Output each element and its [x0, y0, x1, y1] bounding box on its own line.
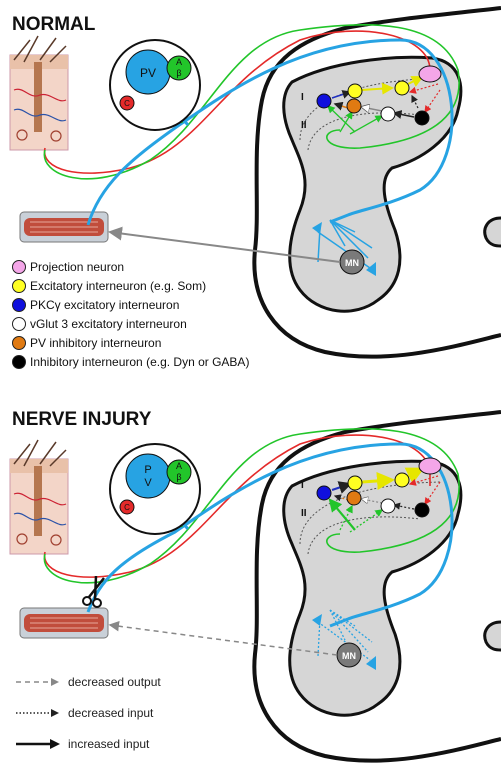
mn-label-injury: MN: [342, 651, 356, 661]
lamina-i-label: I: [301, 92, 304, 103]
legend-swatch: [12, 317, 26, 331]
legend-label: PV inhibitory interneuron: [30, 336, 161, 350]
legend-item: vGlut 3 excitatory interneuron: [12, 317, 187, 331]
legend-item: Excitatory interneuron (e.g. Som): [12, 279, 206, 293]
legend-label: Inhibitory interneuron (e.g. Dyn or GABA…: [30, 355, 249, 369]
abeta-a-label: A: [176, 57, 182, 67]
mn-label: MN: [345, 258, 359, 268]
key-label: increased input: [68, 737, 149, 751]
grey-matter-injury: [284, 461, 461, 715]
nerve-injury-title: NERVE INJURY: [12, 409, 151, 431]
legend-swatch: [12, 336, 26, 350]
key-label: decreased input: [68, 706, 153, 720]
central-canal-notch: [485, 218, 501, 246]
legend-item: Inhibitory interneuron (e.g. Dyn or GABA…: [12, 355, 249, 369]
legend-item: PV inhibitory interneuron: [12, 336, 161, 350]
pv-soma-label: PV: [140, 66, 156, 80]
legend-swatch: [12, 355, 26, 369]
abeta-beta-label: β: [176, 68, 181, 78]
skin-illustration-injury: [10, 440, 68, 554]
dotted-arrow-icon: [14, 708, 60, 718]
c-soma-label-injury: C: [124, 503, 130, 512]
scissors-icon: [83, 576, 104, 607]
legend-label: vGlut 3 excitatory interneuron: [30, 317, 187, 331]
legend-label: Excitatory interneuron (e.g. Som): [30, 279, 206, 293]
key-item-decreased-input: decreased input: [14, 706, 153, 720]
pv-v-label: V: [144, 477, 152, 489]
normal-title: NORMAL: [12, 14, 95, 36]
legend-label: Projection neuron: [30, 260, 124, 274]
legend-swatch: [12, 260, 26, 274]
lamina-ii-label: II: [301, 120, 307, 131]
abeta-a-label-injury: A: [176, 461, 182, 471]
lamina-i-label-injury: I: [301, 480, 304, 491]
abeta-beta-label-injury: β: [176, 472, 181, 482]
c-soma-label: C: [124, 99, 130, 108]
legend-label: PKCγ excitatory interneuron: [30, 298, 179, 312]
solid-arrow-icon: [14, 739, 60, 749]
legend-swatch: [12, 279, 26, 293]
pv-p-label: P: [144, 464, 151, 476]
key-item-decreased-output: decreased output: [14, 675, 161, 689]
lamina-ii-label-injury: II: [301, 508, 307, 519]
muscle-illustration: [20, 212, 108, 242]
dashed-arrow-icon: [14, 677, 60, 687]
key-label: decreased output: [68, 675, 161, 689]
legend-item: PKCγ excitatory interneuron: [12, 298, 179, 312]
legend-item: Projection neuron: [12, 260, 124, 274]
key-item-increased-input: increased input: [14, 737, 149, 751]
skin-illustration: [10, 36, 68, 150]
muscle-illustration-injury: [20, 608, 108, 638]
legend-swatch: [12, 298, 26, 312]
